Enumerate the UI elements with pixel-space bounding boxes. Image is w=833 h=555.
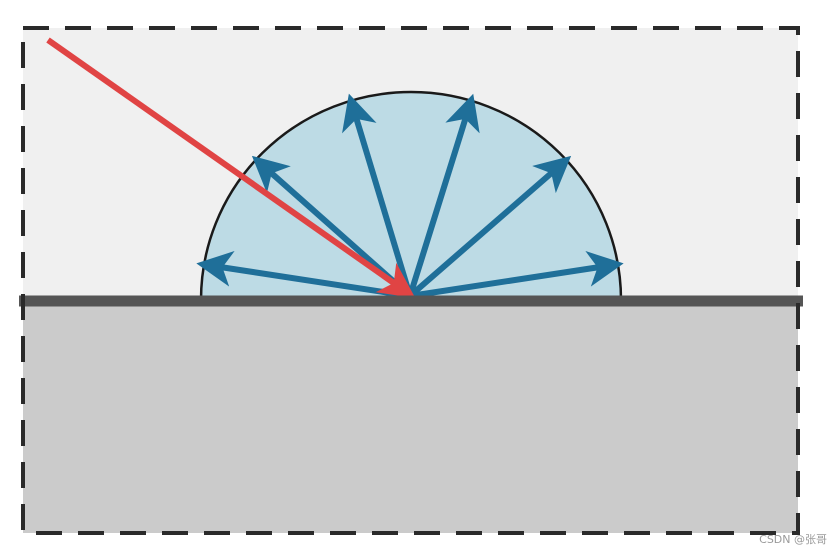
hemisphere bbox=[199, 90, 623, 302]
incident-ray bbox=[46, 37, 416, 299]
lower-region bbox=[23, 301, 798, 533]
dashed-frame bbox=[21, 26, 800, 535]
reflected-rays-group bbox=[196, 93, 624, 299]
reflected-ray-4 bbox=[407, 93, 480, 297]
watermark: CSDN @张哥 bbox=[759, 533, 827, 546]
reflected-ray-6 bbox=[409, 251, 624, 299]
reflected-ray-5 bbox=[408, 155, 572, 299]
